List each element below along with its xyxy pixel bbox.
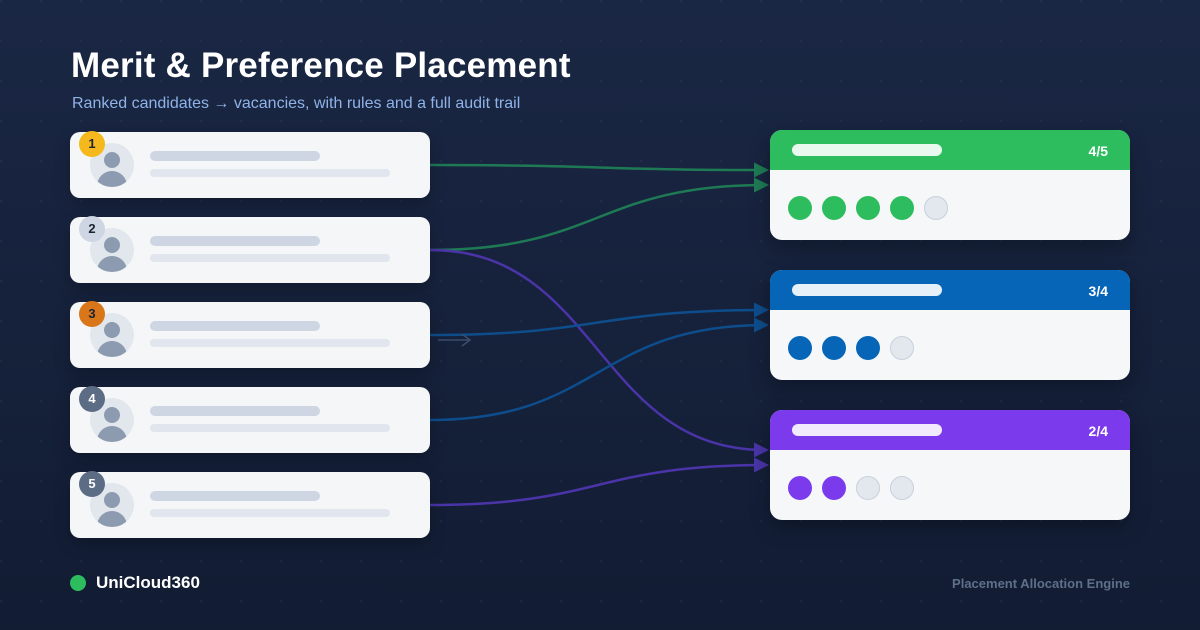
candidate-detail-placeholder bbox=[150, 254, 390, 262]
seat-filled-dot bbox=[788, 476, 812, 500]
seat-empty-dot bbox=[890, 476, 914, 500]
candidate-card-5[interactable]: 5 bbox=[70, 471, 430, 538]
seat-filled-dot bbox=[788, 196, 812, 220]
seat-filled-dot bbox=[856, 196, 880, 220]
page-subtitle: Ranked candidates → vacancies, with rule… bbox=[72, 95, 521, 112]
vacancy-card-1[interactable]: 4/5 bbox=[770, 130, 1130, 240]
fill-count-label: 4/5 bbox=[1088, 143, 1108, 159]
vacancy-title-placeholder bbox=[792, 424, 942, 436]
fill-count-label: 2/4 bbox=[1088, 423, 1108, 439]
candidate-card-1[interactable]: 1 bbox=[70, 131, 430, 198]
avatar-icon bbox=[90, 313, 134, 357]
seat-empty-dot bbox=[890, 336, 914, 360]
candidate-detail-placeholder bbox=[150, 424, 390, 432]
assignment-connector-3-to-2 bbox=[429, 302, 769, 337]
assignment-connector-4-to-2 bbox=[429, 317, 769, 422]
seat-filled-dot bbox=[856, 336, 880, 360]
candidate-card-3[interactable]: 3 bbox=[70, 301, 430, 368]
vacancy-header: 2/4 bbox=[770, 410, 1130, 450]
rank-badge-3: 3 bbox=[79, 301, 105, 327]
fill-count-label: 3/4 bbox=[1088, 283, 1108, 299]
seat-empty-dot bbox=[856, 476, 880, 500]
candidate-detail-placeholder bbox=[150, 339, 390, 347]
engine-label: Placement Allocation Engine bbox=[952, 576, 1130, 591]
rank-badge-1: 1 bbox=[79, 131, 105, 157]
candidate-detail-placeholder bbox=[150, 509, 390, 517]
seat-filled-dot bbox=[788, 336, 812, 360]
candidate-name-placeholder bbox=[150, 321, 320, 331]
vacancy-card-2[interactable]: 3/4 bbox=[770, 270, 1130, 380]
candidate-name-placeholder bbox=[150, 406, 320, 416]
candidate-detail-placeholder bbox=[150, 169, 390, 177]
candidate-card-2[interactable]: 2 bbox=[70, 216, 430, 283]
seat-empty-dot bbox=[924, 196, 948, 220]
candidate-card-4[interactable]: 4 bbox=[70, 386, 430, 453]
vacancy-card-3[interactable]: 2/4 bbox=[770, 410, 1130, 520]
rank-badge-5: 5 bbox=[79, 471, 105, 497]
page-title: Merit & Preference Placement bbox=[71, 46, 571, 85]
assignment-connector-2-to-3 bbox=[429, 248, 769, 458]
rank-badge-2: 2 bbox=[79, 216, 105, 242]
brand-name: UniCloud360 bbox=[96, 573, 200, 592]
pending-arrow-icon bbox=[438, 333, 472, 347]
candidate-name-placeholder bbox=[150, 236, 320, 246]
brand-logo-dot bbox=[70, 575, 86, 591]
vacancy-header: 3/4 bbox=[770, 270, 1130, 310]
seat-filled-dot bbox=[822, 476, 846, 500]
seat-filled-dot bbox=[822, 336, 846, 360]
assignment-connector-2-to-1 bbox=[429, 177, 769, 252]
seat-filled-dot bbox=[890, 196, 914, 220]
rank-badge-4: 4 bbox=[79, 386, 105, 412]
vacancy-header: 4/5 bbox=[770, 130, 1130, 170]
assignment-connector-5-to-3 bbox=[429, 457, 769, 507]
assignment-connector-1-to-1 bbox=[429, 162, 769, 178]
vacancy-title-placeholder bbox=[792, 284, 942, 296]
candidate-name-placeholder bbox=[150, 491, 320, 501]
vacancy-title-placeholder bbox=[792, 144, 942, 156]
seat-filled-dot bbox=[822, 196, 846, 220]
avatar-icon bbox=[90, 143, 134, 187]
candidate-name-placeholder bbox=[150, 151, 320, 161]
